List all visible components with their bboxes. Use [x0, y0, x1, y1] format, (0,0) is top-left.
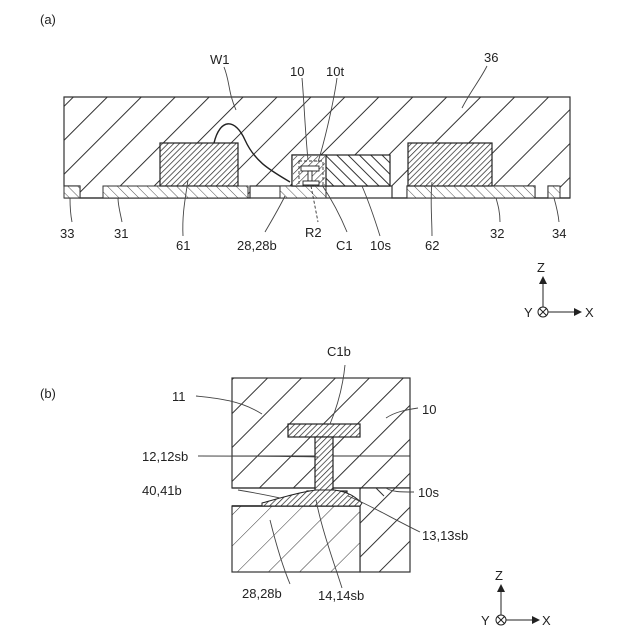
axis-a-y: Y — [524, 305, 533, 320]
axis-indicator-a: Z Y X — [524, 260, 594, 320]
axis-indicator-b: Z Y X — [481, 568, 551, 628]
panel-b-tag: (b) — [40, 386, 56, 401]
label-13: 13,13sb — [422, 528, 468, 543]
label-r2: R2 — [305, 225, 322, 240]
chip-61 — [160, 143, 238, 186]
label-c1: C1 — [336, 238, 353, 253]
label-10: 10 — [290, 64, 304, 79]
label-11: 11 — [172, 389, 186, 404]
label-28b: 28,28b — [242, 586, 282, 601]
electrode-c1b — [288, 424, 360, 437]
label-28: 28,28b — [237, 238, 277, 253]
label-10t: 10t — [326, 64, 344, 79]
label-36: 36 — [484, 50, 498, 65]
panel-a-tag: (a) — [40, 12, 56, 27]
label-33: 33 — [60, 226, 74, 241]
panel-b: (b) C1b — [40, 344, 551, 628]
label-w1: W1 — [210, 52, 230, 67]
label-10b: 10 — [422, 402, 436, 417]
via-12 — [315, 437, 333, 491]
label-10s: 10s — [370, 238, 391, 253]
pad-31 — [103, 186, 248, 198]
axis-b-y: Y — [481, 613, 490, 628]
label-14: 14,14sb — [318, 588, 364, 603]
chip-62 — [408, 143, 492, 186]
label-61: 61 — [176, 238, 190, 253]
label-31: 31 — [114, 226, 128, 241]
label-62: 62 — [425, 238, 439, 253]
pad-28 — [280, 186, 326, 198]
axis-b-x: X — [542, 613, 551, 628]
axis-a-z: Z — [537, 260, 545, 275]
axis-b-z: Z — [495, 568, 503, 583]
label-12: 12,12sb — [142, 449, 188, 464]
electrode-c1 — [301, 166, 319, 171]
label-32: 32 — [490, 226, 504, 241]
panel-a: (a) — [40, 12, 594, 320]
axis-a-x: X — [585, 305, 594, 320]
label-10s-b: 10s — [418, 485, 439, 500]
label-c1b: C1b — [327, 344, 351, 359]
label-34: 34 — [552, 226, 566, 241]
label-40: 40,41b — [142, 483, 182, 498]
pad-33 — [64, 186, 80, 198]
pad-28b — [232, 506, 360, 572]
pad-32 — [407, 186, 535, 198]
pad-34 — [548, 186, 560, 198]
